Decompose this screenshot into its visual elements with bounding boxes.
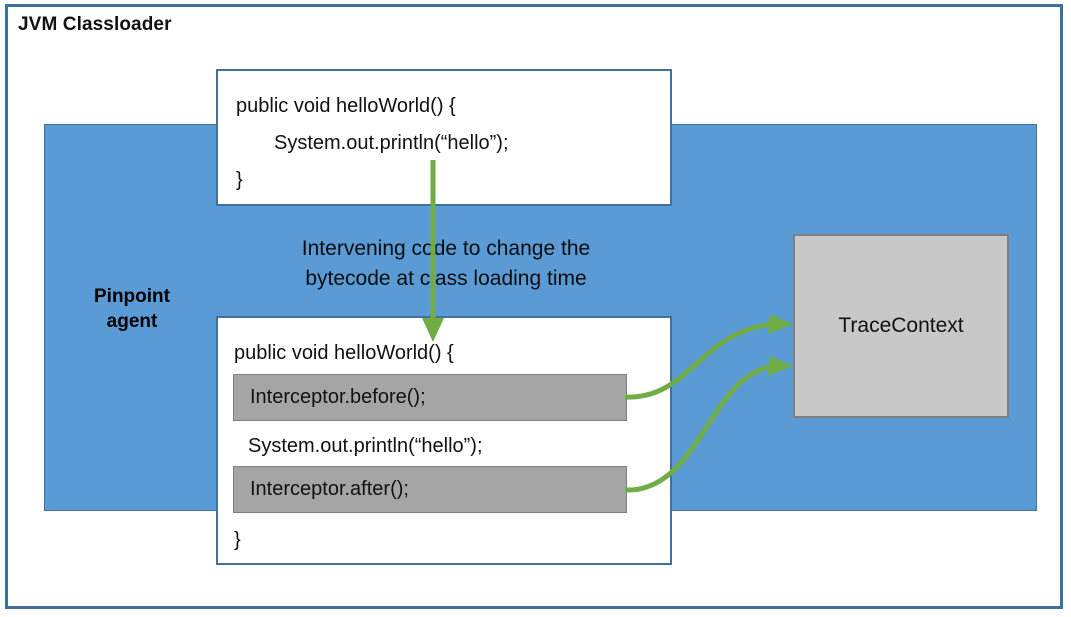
interceptor-before-highlight: Interceptor.before(); <box>233 374 627 421</box>
annotation-line-1: Intervening code to change the <box>301 237 591 260</box>
instrumented-code-box: public void helloWorld() { Interceptor.b… <box>216 316 672 565</box>
jvm-classloader-title: JVM Classloader <box>18 14 172 35</box>
interceptor-before-label: Interceptor.before(); <box>250 386 426 408</box>
instrumented-code-line-5: } <box>234 529 241 551</box>
transformation-annotation: Intervening code to change the bytecode … <box>246 234 646 294</box>
interceptor-after-label: Interceptor.after(); <box>250 478 409 500</box>
original-code-line-2: System.out.println(“hello”); <box>274 132 509 154</box>
trace-context-box: TraceContext <box>793 234 1009 418</box>
pinpoint-agent-label: Pinpoint agent <box>62 284 202 334</box>
original-code-box: public void helloWorld() { System.out.pr… <box>216 69 672 206</box>
original-code-line-1: public void helloWorld() { <box>236 95 456 117</box>
instrumented-code-line-1: public void helloWorld() { <box>234 342 454 364</box>
annotation-line-2: bytecode at class loading time <box>305 266 587 290</box>
instrumented-code-line-3: System.out.println(“hello”); <box>248 435 483 457</box>
pinpoint-agent-label-line-1: Pinpoint <box>94 286 170 307</box>
pinpoint-agent-label-line-2: agent <box>106 311 158 333</box>
original-code-line-3: } <box>236 169 243 191</box>
trace-context-label: TraceContext <box>838 314 964 337</box>
interceptor-after-highlight: Interceptor.after(); <box>233 466 627 513</box>
